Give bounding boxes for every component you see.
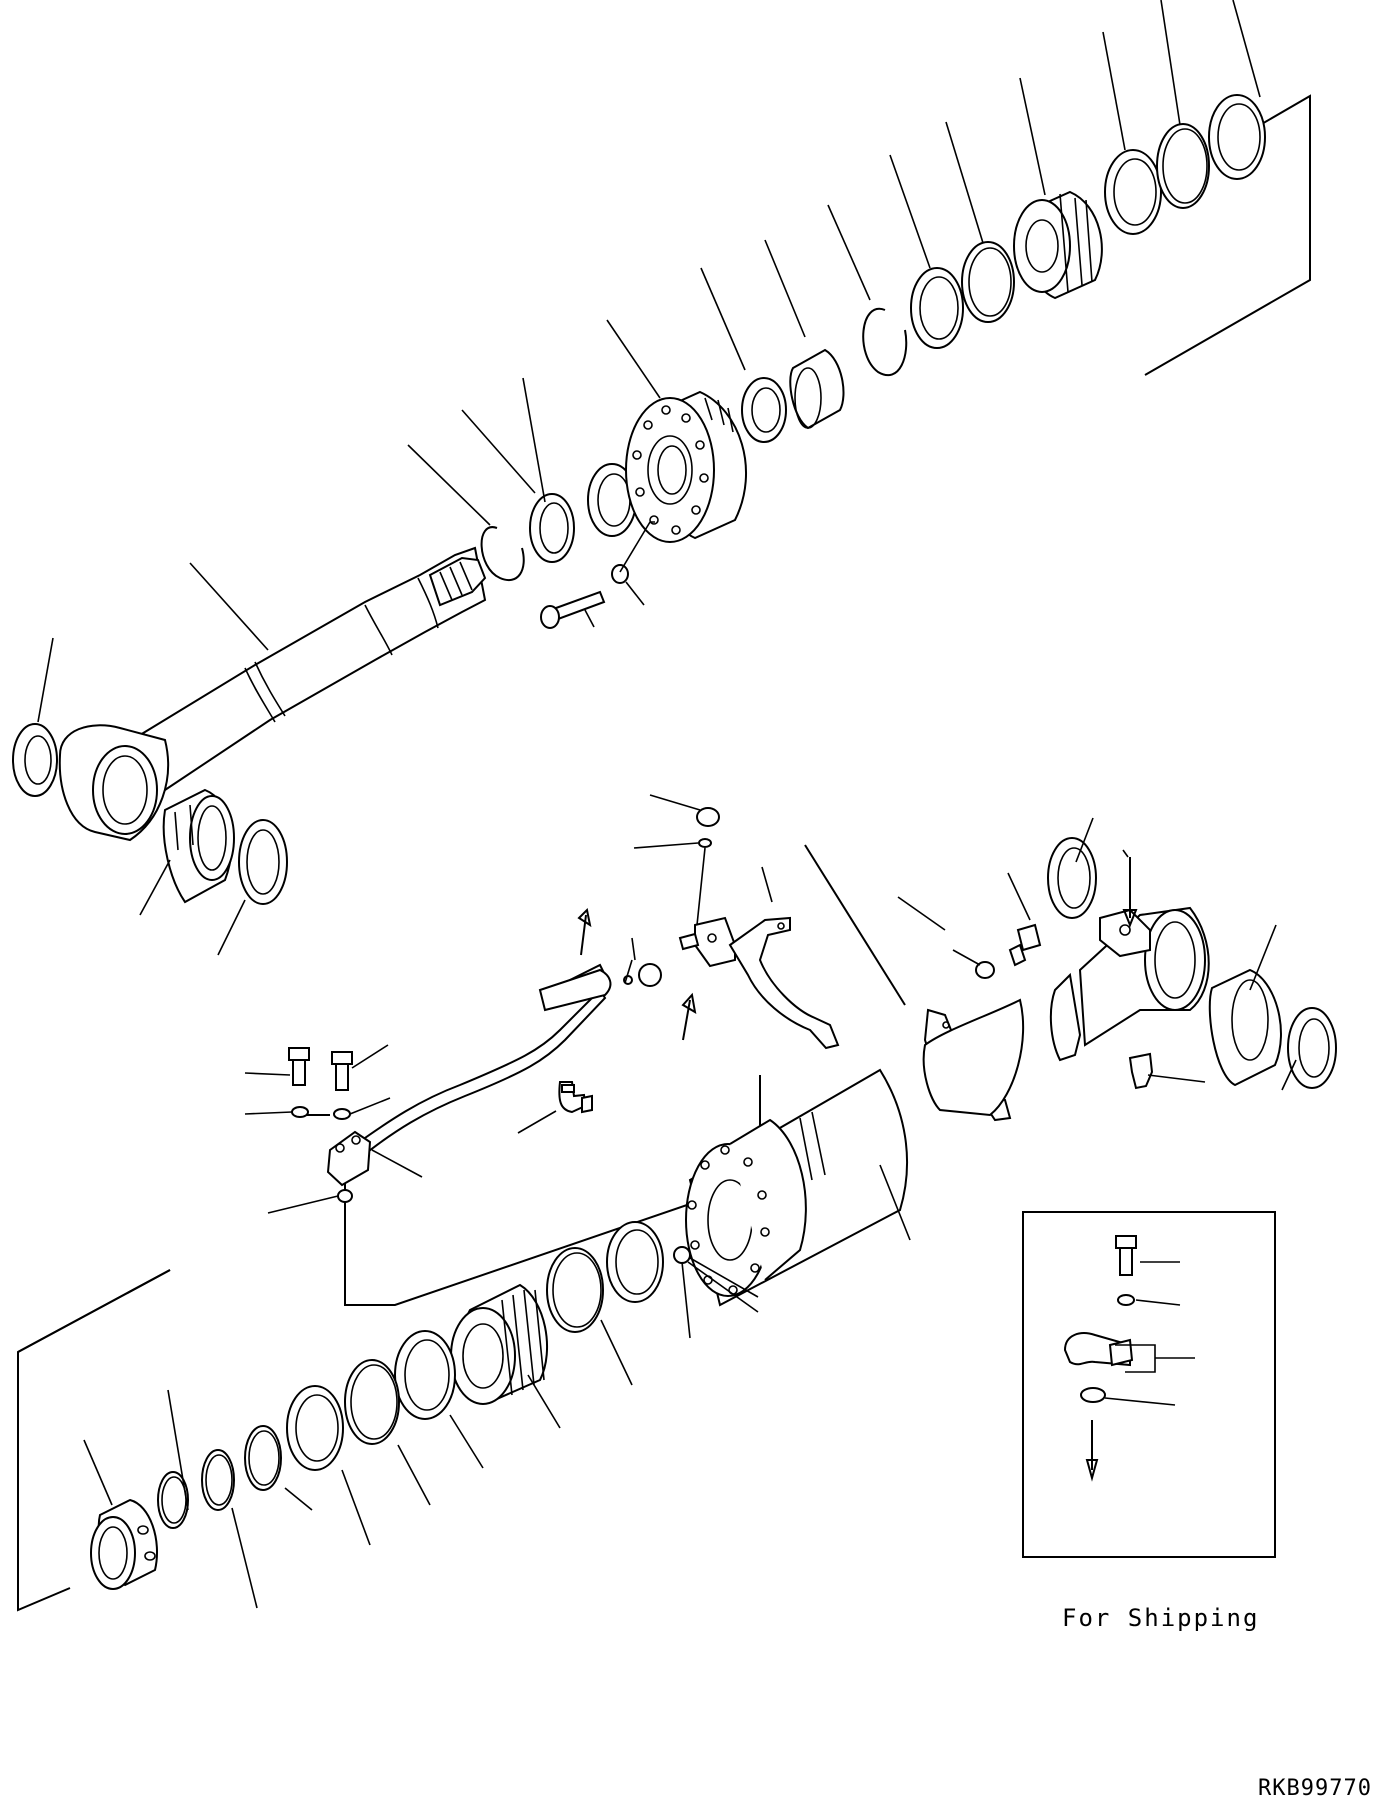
snap-ring <box>862 307 908 377</box>
grease-bolt <box>1008 943 1027 967</box>
snap-ring <box>480 526 525 581</box>
piston <box>450 1283 548 1405</box>
o-ring <box>244 1425 282 1491</box>
nut <box>673 1246 691 1264</box>
clamp <box>728 916 840 1050</box>
buffer-ring <box>529 493 575 563</box>
washer <box>611 564 629 584</box>
bushing <box>1208 968 1282 1087</box>
o-ring <box>344 1359 400 1445</box>
hydraulic-pipe <box>353 988 607 1160</box>
o-ring <box>961 241 1015 323</box>
piston <box>1013 190 1103 300</box>
plug <box>1080 1387 1106 1403</box>
leader-lines-lower <box>83 1261 759 1609</box>
nut <box>975 961 995 979</box>
o-ring <box>157 1471 189 1529</box>
grease-fitting <box>1128 1052 1154 1090</box>
pipe-block <box>694 916 736 968</box>
washer <box>1117 1294 1135 1306</box>
pipe-flange <box>326 1130 372 1187</box>
bolt <box>1119 1245 1133 1276</box>
cylinder-tube <box>685 906 1210 1307</box>
o-ring <box>201 1449 235 1511</box>
piston-nut <box>90 1498 159 1590</box>
drawing-code: RKB99770 <box>1258 1776 1372 1801</box>
o-ring <box>546 1247 604 1333</box>
leader-lines-upper <box>37 0 1261 956</box>
nut <box>638 963 662 987</box>
rod-assembly <box>12 94 1311 905</box>
piston-rod <box>138 546 487 792</box>
leader-lines-middle <box>244 794 1297 1298</box>
wear-ring <box>394 1330 456 1420</box>
cylinder-head <box>625 390 748 543</box>
shipping-inset-caption: For Shipping <box>1062 1604 1260 1632</box>
seal-ring <box>910 267 964 349</box>
bottom-eye-parts <box>1008 837 1337 1090</box>
piston-seals <box>17 1221 691 1612</box>
o-ring <box>337 1189 353 1203</box>
seal-ring <box>1047 837 1097 919</box>
shipping-inset <box>1022 1211 1276 1558</box>
flange-bolts <box>288 1047 353 1120</box>
washer <box>698 838 712 848</box>
o-ring <box>1156 123 1210 209</box>
nut <box>696 807 720 827</box>
